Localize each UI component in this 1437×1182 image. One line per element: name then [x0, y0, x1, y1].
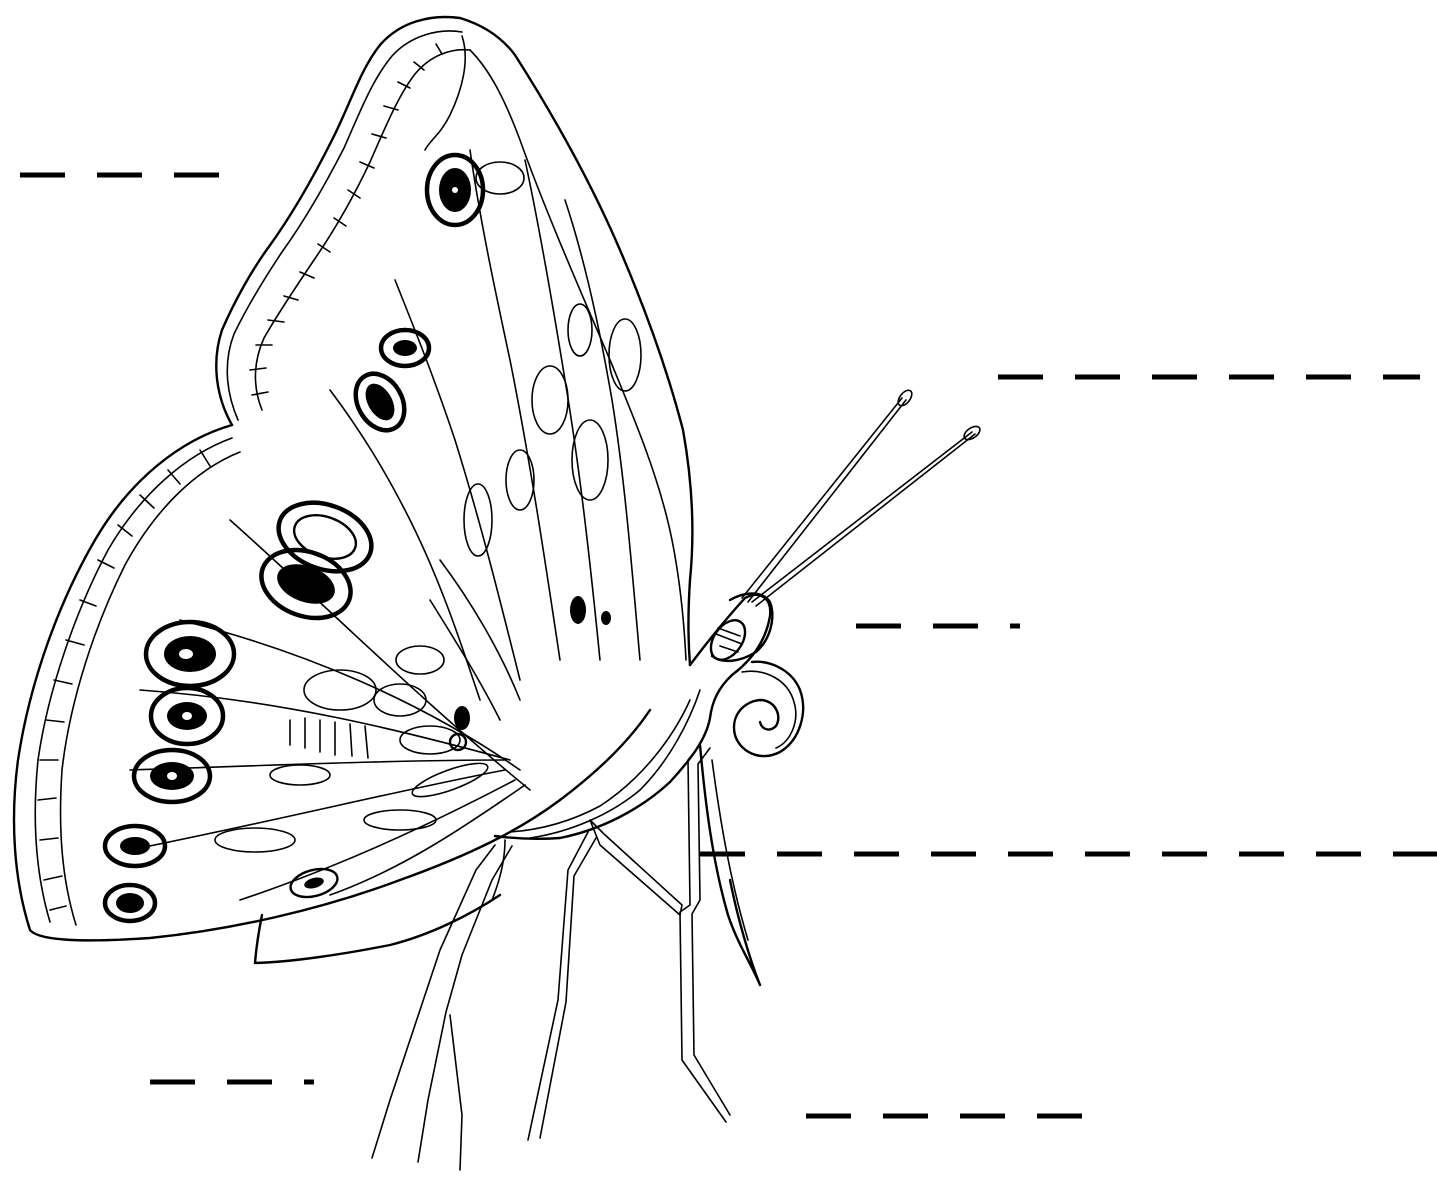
- leg-mid: [590, 820, 682, 915]
- forewing-cells: [464, 162, 641, 556]
- legs: [372, 745, 730, 1170]
- antenna-left: [742, 398, 902, 598]
- proboscis-coil: [734, 662, 803, 756]
- hindwing-outline: [14, 425, 650, 940]
- antennae: [742, 388, 982, 606]
- leg-hind: [372, 845, 495, 1158]
- hindwing: [14, 425, 650, 963]
- leg-front: [680, 745, 726, 1122]
- forewing-eyespots: [346, 155, 611, 625]
- forewing: [216, 17, 692, 700]
- thorax-body: [495, 595, 770, 985]
- hindwing-inner-band: [61, 452, 240, 925]
- forewing-veins: [330, 150, 640, 700]
- hindwing-cells: [215, 560, 520, 852]
